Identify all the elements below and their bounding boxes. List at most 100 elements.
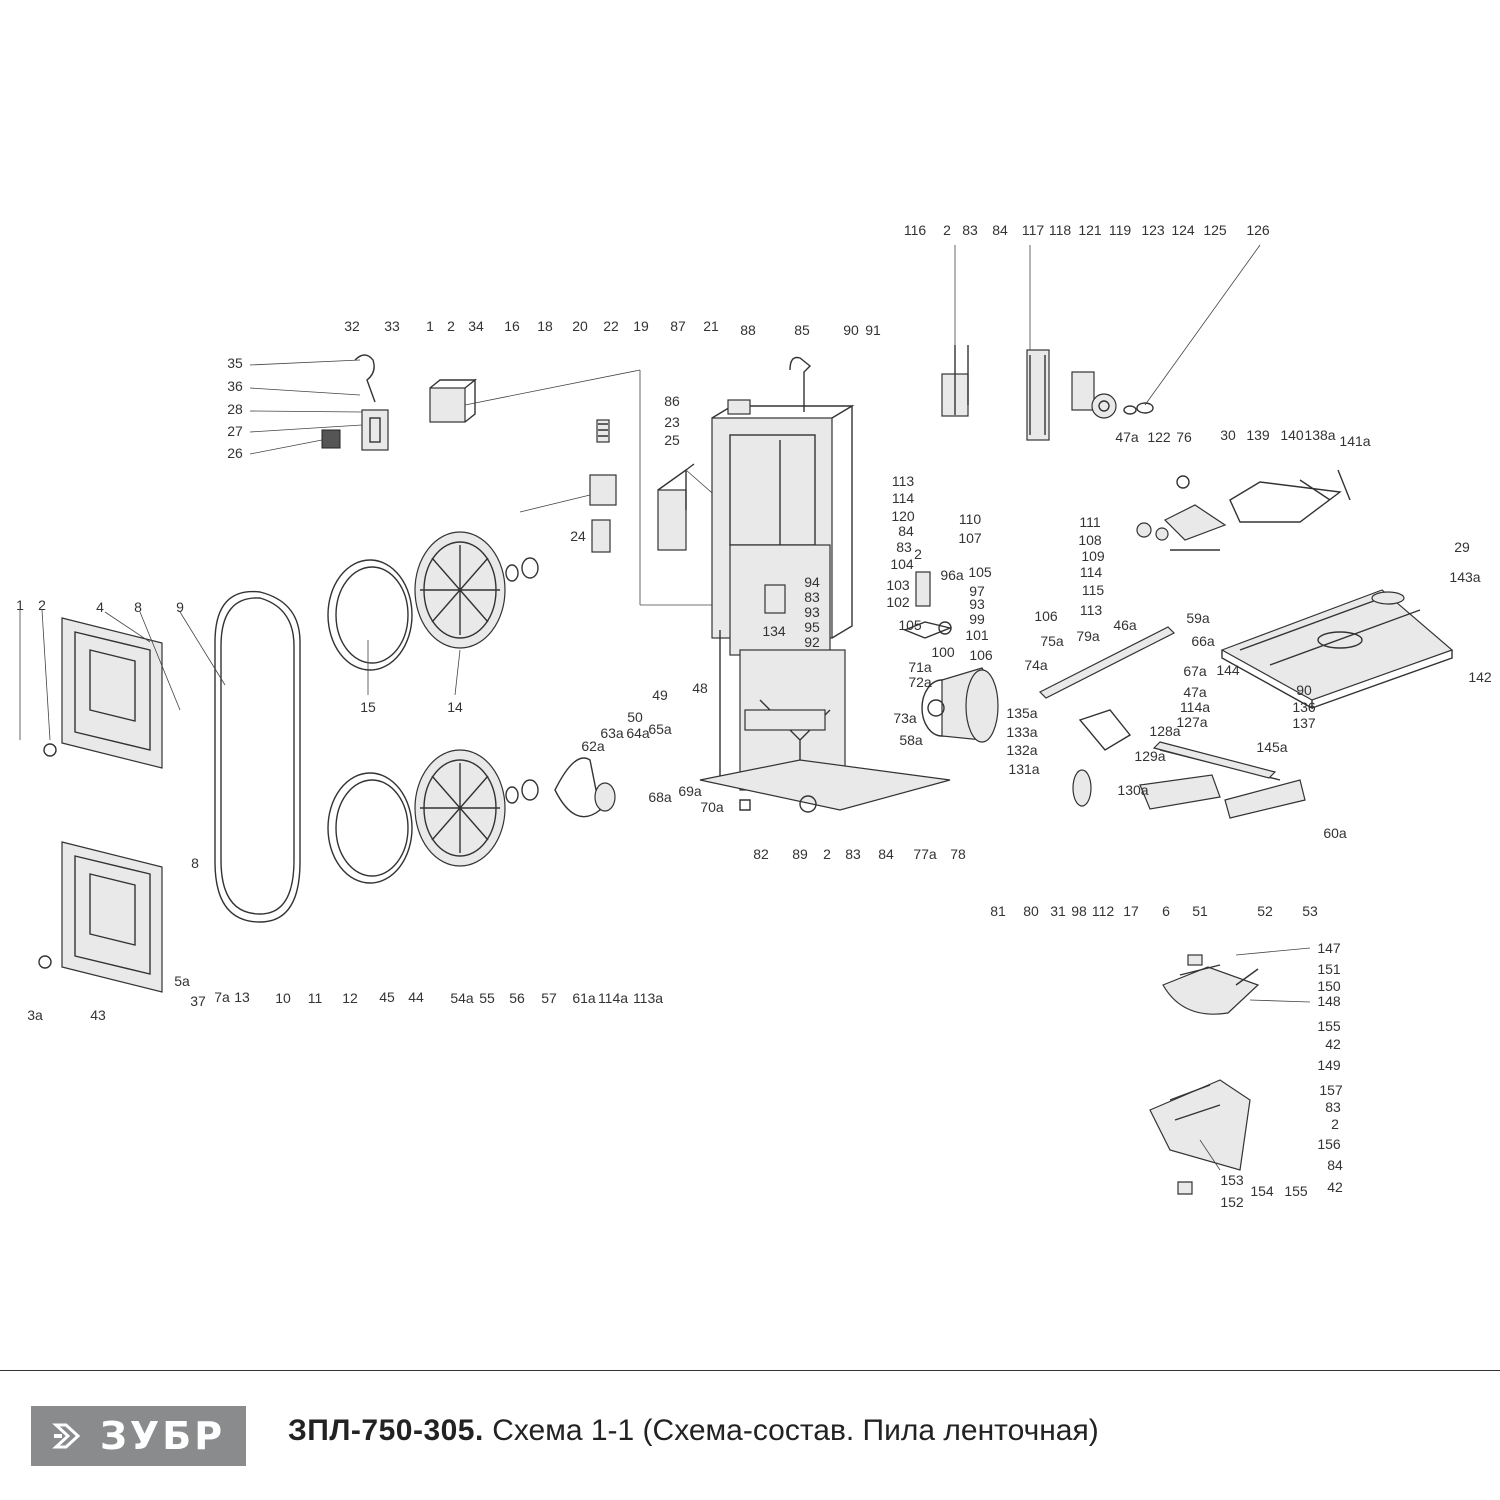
part-label: 34 [468,318,484,334]
part-label: 72a [908,674,932,690]
part-label: 33 [384,318,400,334]
part-label: 76 [1176,429,1192,445]
part-label: 152 [1220,1194,1244,1210]
part-label: 91 [865,322,881,338]
part-label: 56 [509,990,525,1006]
part-label: 115 [1082,582,1105,598]
part-label: 66a [1191,633,1215,649]
part-label: 149 [1317,1057,1341,1073]
part-label: 54a [450,990,474,1006]
part-label: 55 [479,990,495,1006]
part-label: 37 [190,993,206,1009]
part-label: 106 [1034,608,1058,624]
part-label: 134 [762,623,786,639]
part-label: 112 [1092,903,1115,919]
part-label: 106 [969,647,993,663]
part-label: 80 [1023,903,1039,919]
part-label: 59a [1186,610,1210,626]
part-label: 155 [1317,1018,1341,1034]
part-label: 128a [1149,723,1180,739]
part-label: 144 [1216,662,1240,678]
part-label: 107 [958,530,982,546]
part-label: 116 [904,222,927,238]
part-label: 47a [1115,429,1139,445]
part-label: 48 [692,680,708,696]
part-label: 150 [1317,978,1341,994]
part-label: 87 [670,318,686,334]
part-label: 95 [804,619,820,635]
part-label: 127a [1176,714,1207,730]
part-label: 130a [1117,782,1148,798]
part-label: 2 [914,546,922,562]
part-label: 13 [234,989,250,1005]
part-label: 12 [342,990,358,1006]
part-label: 8 [134,599,142,615]
part-label: 105 [898,617,922,633]
part-label: 61a [572,990,596,1006]
part-label: 139 [1246,427,1270,443]
part-label: 10 [275,990,291,1006]
part-label: 8 [191,855,199,871]
part-label: 74a [1024,657,1048,673]
part-label: 122 [1147,429,1171,445]
part-label: 84 [898,523,914,539]
part-label: 63a [600,725,624,741]
part-label: 1 [426,318,434,334]
guide-post-assembly [941,345,1154,441]
lower-blade-guard [1149,954,1260,1195]
part-label: 45 [379,989,395,1005]
part-label: 16 [504,318,520,334]
part-label: 26 [227,445,243,461]
part-label: 22 [603,318,619,334]
brand-name: ЗУБР [99,1414,226,1458]
part-label: 20 [572,318,588,334]
part-label: 52 [1257,903,1273,919]
work-table [1220,589,1454,710]
part-label: 111 [1079,514,1100,530]
part-label: 73a [893,710,917,726]
part-label: 69a [678,783,702,799]
part-label: 100 [931,644,955,660]
part-label: 141a [1339,433,1370,449]
saw-blade [214,590,301,923]
upper-door [43,617,163,769]
switch-assembly [321,354,715,606]
part-label: 137 [1292,715,1316,731]
part-label: 157 [1319,1082,1343,1098]
part-label: 114 [892,490,915,506]
part-label: 90 [843,322,859,338]
part-label: 114a [1180,699,1210,715]
part-label: 120 [891,508,915,524]
part-label: 92 [804,634,820,650]
part-label: 88 [740,322,756,338]
part-label: 129a [1134,748,1165,764]
part-label: 156 [1317,1136,1341,1152]
part-label: 11 [308,990,323,1006]
part-label: 84 [1327,1157,1343,1173]
part-label: 108 [1078,532,1102,548]
page-caption: ЗПЛ-750-305. Схема 1-1 (Схема-состав. Пи… [288,1414,1099,1448]
part-label: 23 [664,414,680,430]
part-label: 154 [1250,1183,1274,1199]
part-label: 153 [1220,1172,1244,1188]
part-label: 85 [794,322,810,338]
part-label: 99 [969,611,985,627]
part-label: 97 [969,583,985,599]
part-label: 101 [965,627,989,643]
part-label: 4 [96,599,104,615]
part-label: 77a [913,846,937,862]
part-label: 93 [804,604,820,620]
part-label: 83 [845,846,861,862]
part-label: 113 [1080,602,1103,618]
part-label: 2 [1331,1116,1339,1132]
part-label: 142 [1468,669,1492,685]
part-label: 83 [1325,1099,1341,1115]
part-label: 78 [950,846,966,862]
part-label: 51 [1192,903,1208,919]
part-label: 19 [633,318,649,334]
part-label: 42 [1325,1036,1341,1052]
part-label: 83 [804,589,820,605]
part-label: 14 [447,699,463,715]
part-label: 147 [1317,940,1341,956]
